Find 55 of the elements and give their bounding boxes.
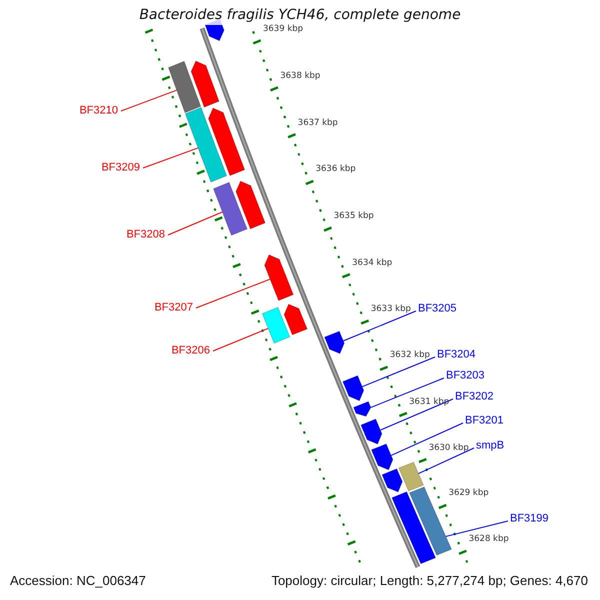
gene-label: BF3202 (455, 390, 494, 404)
genome-stats-text: Topology: circular; Length: 5,277,274 bp; Genes: 4,670 (269, 573, 590, 589)
gene-feature (190, 60, 220, 108)
gene-feature (324, 330, 345, 354)
leader-line (142, 147, 199, 168)
scale-label: 3631 kbp (409, 396, 450, 406)
leader-line (390, 422, 464, 456)
gene-label: BF3201 (465, 414, 504, 428)
gene-block (262, 306, 290, 344)
leader-line (120, 90, 178, 112)
gene-block (398, 462, 424, 492)
scale-label: 3637 kbp (298, 118, 338, 128)
gene-feature (284, 304, 308, 336)
gene-label: BF3206 (171, 344, 210, 358)
gene-label: smpB (476, 440, 504, 452)
gene-label: BF3205 (418, 302, 457, 316)
leader-line (212, 328, 269, 352)
scale-label: 3633 kbp (370, 304, 411, 314)
leader-line (342, 310, 416, 342)
gene-feature (264, 254, 294, 301)
leader-line (362, 356, 436, 388)
gene-label: BF3207 (154, 302, 193, 314)
gene-feature (236, 180, 266, 230)
gene-label: BF3208 (126, 228, 165, 242)
leader-line (370, 378, 444, 408)
scale-label: 3632 kbp (390, 350, 430, 360)
gene-feature (353, 401, 372, 417)
leader-line (196, 278, 271, 308)
leader-line (418, 448, 474, 474)
gene-label: BF3204 (437, 348, 476, 362)
gene-block (168, 60, 202, 114)
gene-block (213, 182, 248, 236)
scale-label: 3630 kbp (428, 442, 469, 453)
scale-label: 3639 kbp (262, 24, 304, 34)
scale-label: 3628 kbp (468, 534, 509, 544)
gene-feature (371, 444, 394, 470)
scale-label: 3629 kbp (448, 488, 489, 498)
gene-feature (382, 468, 403, 492)
scale-label: 3634 kbp (352, 258, 392, 268)
scale-label: 3636 kbp (316, 164, 356, 174)
accession-text: Accession: NC_006347 (8, 573, 148, 589)
gene-block (184, 107, 228, 182)
gene-feature (208, 108, 246, 176)
gene-label: BF3199 (510, 512, 549, 526)
leader-line (168, 212, 223, 236)
scale-label: 3635 kbp (334, 211, 374, 222)
gene-feature (342, 375, 364, 402)
gene-label: BF3210 (79, 104, 118, 118)
gene-label: BF3209 (101, 162, 140, 174)
leader-line (380, 398, 454, 431)
gene-feature (360, 418, 382, 444)
scale-label: 3638 kbp (280, 70, 320, 81)
gene-block (392, 491, 436, 564)
leader-line (445, 520, 508, 537)
gene-label: BF3203 (446, 370, 485, 382)
